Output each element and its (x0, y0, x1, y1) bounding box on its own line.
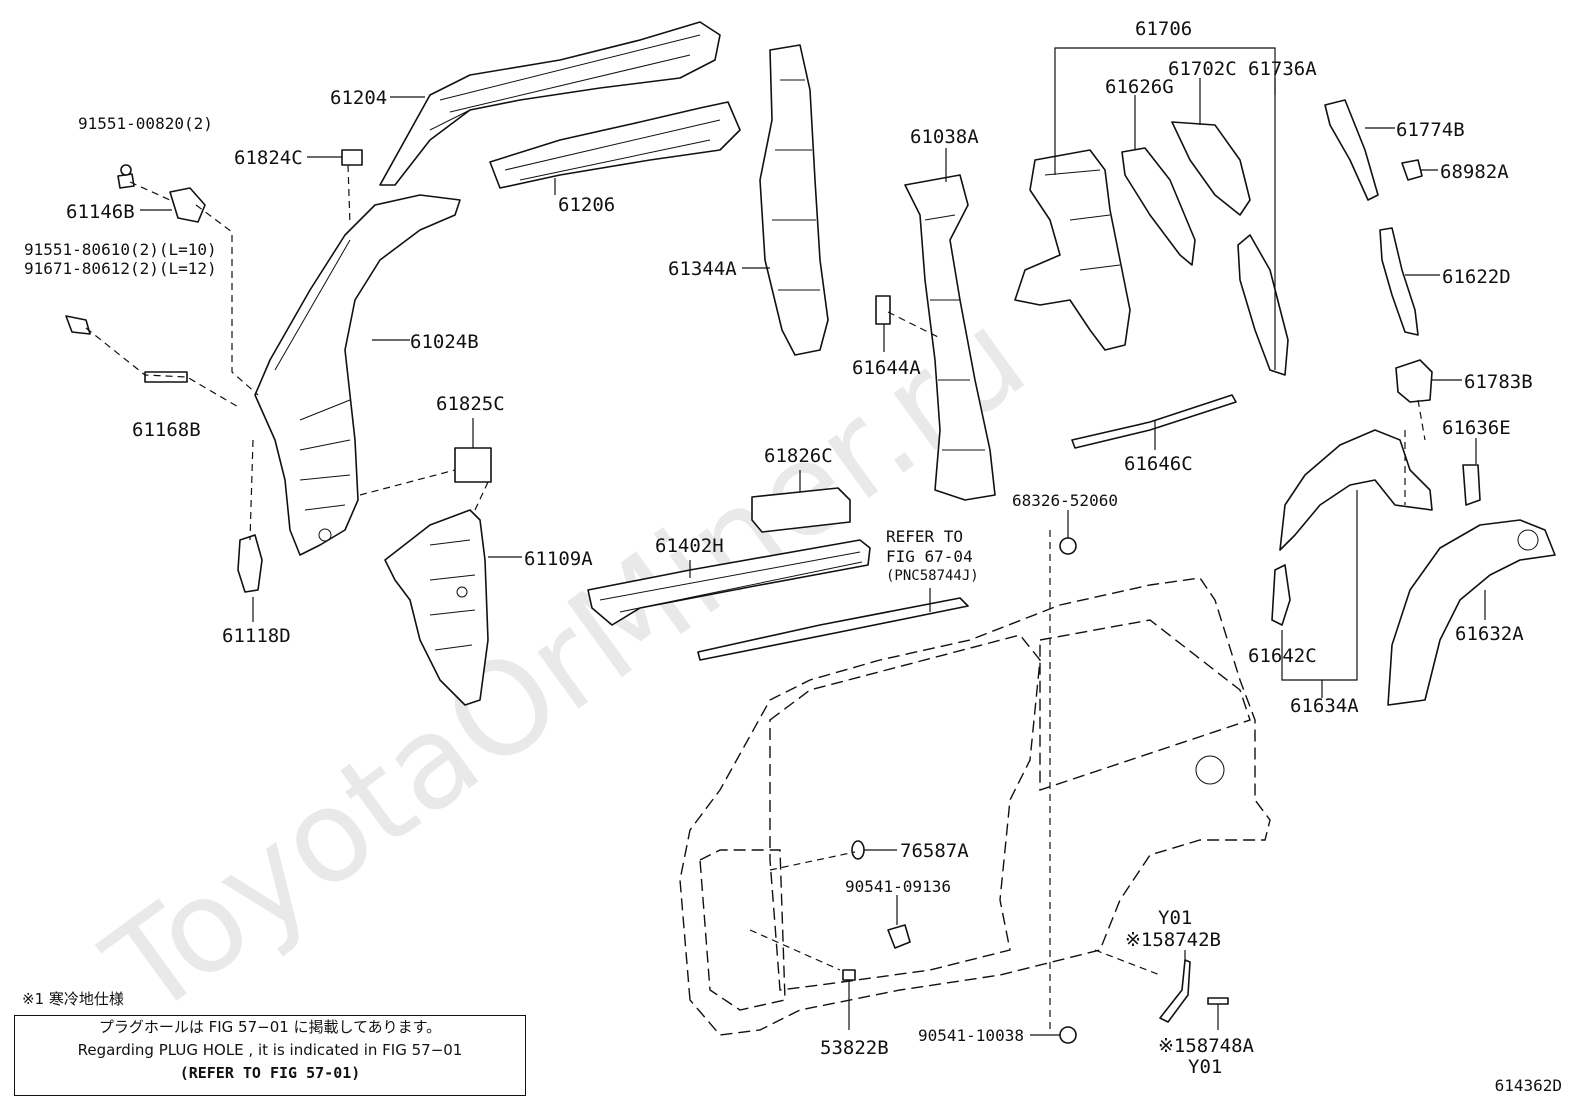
label-76587a: 76587A (900, 840, 969, 862)
part-61206-roof-rail-inner[interactable] (489, 101, 741, 189)
label-61646c: 61646C (1124, 453, 1193, 475)
part-90541-09136-plug[interactable] (887, 924, 911, 949)
label-91551-00820: 91551-00820(2) (78, 114, 213, 133)
label-61636e: 61636E (1442, 417, 1511, 439)
part-61642c-bracket[interactable] (1271, 564, 1291, 626)
part-61622d-bracket[interactable] (1379, 227, 1419, 336)
part-61783b-block[interactable] (1395, 359, 1433, 403)
label-90541-09136: 90541-09136 (845, 877, 951, 896)
label-61825c: 61825C (436, 393, 505, 415)
part-61109a-pillar[interactable] (384, 509, 489, 706)
part-61402h-rocker[interactable] (587, 539, 871, 626)
part-61168b-clip[interactable] (144, 371, 188, 383)
part-61646c-strip[interactable] (1071, 394, 1237, 449)
label-61632a: 61632A (1455, 623, 1524, 645)
part-61038a-pillar[interactable] (904, 174, 996, 501)
part-61632a-wheelhouse-outer[interactable] (1387, 519, 1556, 706)
label-68326-52060: 68326-52060 (1012, 491, 1118, 510)
part-58742b-seal[interactable] (1159, 959, 1191, 1023)
part-61826c-block[interactable] (751, 487, 851, 533)
refer-to-line3: (PNC58744J) (886, 568, 979, 584)
label-61146b: 61146B (66, 201, 135, 223)
part-61702c-panel[interactable] (1171, 121, 1251, 216)
label-61824c: 61824C (234, 147, 303, 169)
label-61706: 61706 (1135, 18, 1192, 40)
label-61634a: 61634A (1290, 695, 1359, 717)
part-90541-10038-plug[interactable] (1059, 1026, 1077, 1044)
label-61204: 61204 (330, 87, 387, 109)
label-61644a: 61644A (852, 357, 921, 379)
label-61642c: 61642C (1248, 645, 1317, 667)
vehicle-body-outline (679, 577, 1271, 1036)
label-61702c: 61702C (1168, 58, 1237, 80)
label-58748a: ※158748A (1158, 1035, 1255, 1057)
part-58748a-seal[interactable] (1207, 997, 1229, 1005)
part-61118d-bracket[interactable] (237, 534, 263, 593)
label-53822b: 53822B (820, 1037, 889, 1059)
label-61118d: 61118D (222, 625, 291, 647)
refer-to-line1: REFER TO (886, 527, 963, 546)
label-61826c: 61826C (764, 445, 833, 467)
part-bolt-91551-00820[interactable] (117, 164, 135, 189)
label-61736a: 61736A (1248, 58, 1317, 80)
label-61024b: 61024B (410, 331, 479, 353)
part-58744j-strip[interactable] (697, 597, 969, 661)
note-line-en: Regarding PLUG HOLE , it is indicated in… (77, 1041, 463, 1059)
label-y01-bottom: Y01 (1188, 1056, 1222, 1078)
label-91671-80612: 91671-80612(2)(L=12) (24, 259, 217, 278)
part-61636e-bracket[interactable] (1462, 464, 1481, 506)
note-box: プラグホールは FIG 57−01 に掲載してあります。 Regarding P… (14, 1015, 526, 1096)
label-58742b: ※158742B (1125, 929, 1221, 951)
part-61204-roof-rail[interactable] (379, 21, 721, 186)
label-61626g: 61626G (1105, 76, 1174, 98)
note-title: ※1 寒冷地仕様 (22, 990, 124, 1008)
part-61706-quarter-inner[interactable] (1014, 149, 1131, 351)
part-61736a-panel[interactable] (1237, 234, 1289, 376)
note-line-ref: (REFER TO FIG 57-01) (179, 1064, 361, 1082)
label-61402h: 61402H (655, 535, 724, 557)
label-61783b: 61783B (1464, 371, 1533, 393)
part-61825c-block[interactable] (454, 447, 492, 483)
part-68326-52060-grommet[interactable] (1059, 537, 1077, 555)
part-53822b-plug[interactable] (842, 969, 856, 981)
part-61024b-pillar[interactable] (254, 194, 461, 556)
note-line-jp: プラグホールは FIG 57−01 に掲載してあります。 (98, 1018, 442, 1036)
label-y01-top: Y01 (1158, 907, 1192, 929)
label-61109a: 61109A (524, 548, 593, 570)
part-76587a-plug[interactable] (851, 840, 865, 860)
part-61824c-block[interactable] (341, 149, 363, 166)
label-61206: 61206 (558, 194, 615, 216)
label-90541-10038: 90541-10038 (918, 1026, 1024, 1045)
leader-lines (140, 47, 1486, 1036)
label-91551-80610: 91551-80610(2)(L=10) (24, 240, 217, 259)
label-61774b: 61774B (1396, 119, 1465, 141)
label-61038a: 61038A (910, 126, 979, 148)
part-61774b-bracket[interactable] (1324, 99, 1379, 201)
label-61622d: 61622D (1442, 266, 1511, 288)
label-61168b: 61168B (132, 419, 201, 441)
label-61344a: 61344A (668, 258, 737, 280)
part-61146b-bracket[interactable] (169, 187, 206, 223)
part-bolt-91551-80610[interactable] (65, 315, 91, 335)
part-61634a-wheelhouse-inner[interactable] (1279, 429, 1433, 551)
part-61644a-bracket[interactable] (875, 295, 891, 325)
figure-code: 614362D (1494, 1076, 1562, 1095)
refer-to-line2: FIG 67-04 (886, 547, 973, 566)
part-61344a-pillar[interactable] (759, 44, 829, 356)
part-61626g-panel[interactable] (1121, 147, 1196, 266)
part-68982a-clip[interactable] (1401, 159, 1423, 181)
label-68982a: 68982A (1440, 161, 1509, 183)
dashed-guides (85, 164, 1426, 1030)
